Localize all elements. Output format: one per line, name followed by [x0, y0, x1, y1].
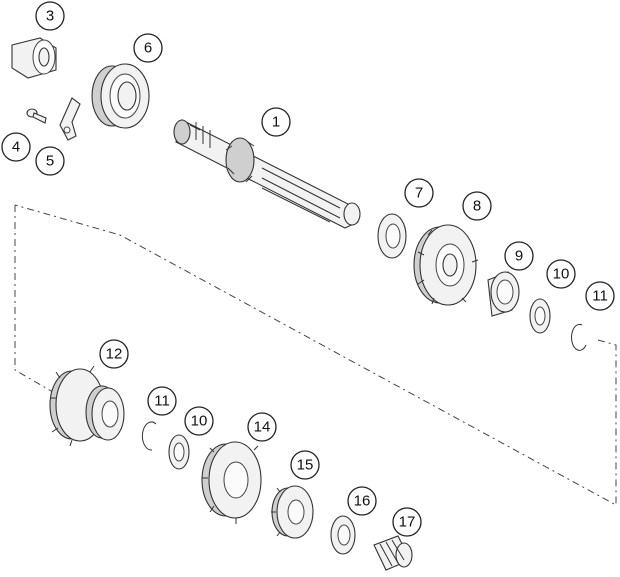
callout-5: 5 — [35, 146, 65, 176]
part-gear-14 — [201, 441, 262, 524]
callout-14: 14 — [247, 412, 277, 442]
callout-6: 6 — [133, 33, 163, 63]
part-ball-bearing — [91, 63, 150, 129]
callout-17: 17 — [392, 507, 422, 537]
svg-text:11: 11 — [592, 288, 608, 305]
svg-text:10: 10 — [553, 266, 570, 283]
callout-12: 12 — [99, 339, 129, 369]
part-screw — [26, 108, 47, 124]
part-lock-washer-lower — [168, 434, 190, 470]
svg-text:1: 1 — [272, 114, 280, 131]
callout-4: 4 — [1, 132, 31, 162]
callout-3: 3 — [35, 1, 65, 31]
svg-text:4: 4 — [12, 139, 20, 156]
assembly-path-line — [14, 204, 617, 506]
svg-text:3: 3 — [46, 8, 54, 25]
callout-10-upper: 10 — [546, 259, 576, 289]
svg-text:7: 7 — [415, 185, 423, 202]
part-needle-bearing-17 — [373, 535, 413, 571]
part-needle-bearing-9 — [487, 271, 520, 317]
svg-text:11: 11 — [154, 393, 170, 410]
svg-text:5: 5 — [46, 153, 54, 170]
svg-text:17: 17 — [399, 514, 416, 531]
callout-11-upper: 11 — [585, 281, 615, 311]
callout-11-lower: 11 — [147, 386, 177, 416]
callout-8: 8 — [462, 191, 492, 221]
svg-text:16: 16 — [354, 493, 371, 510]
callout-15: 15 — [290, 450, 320, 480]
part-thrust-washer — [377, 213, 407, 259]
part-main-shaft — [173, 119, 361, 229]
svg-text:8: 8 — [473, 198, 481, 215]
part-gear-cluster-12 — [49, 365, 125, 447]
callout-1: 1 — [261, 107, 291, 137]
svg-text:15: 15 — [297, 457, 314, 474]
svg-text:12: 12 — [106, 346, 123, 363]
svg-text:10: 10 — [191, 413, 208, 430]
part-circlip-upper — [571, 323, 587, 351]
part-bearing-retainer — [59, 97, 81, 141]
part-thrust-washer-16 — [330, 515, 356, 555]
callout-9: 9 — [504, 241, 534, 271]
svg-text:9: 9 — [515, 248, 523, 265]
part-gear-8 — [413, 224, 479, 306]
svg-text:14: 14 — [254, 419, 271, 436]
callout-7: 7 — [404, 178, 434, 208]
part-gear-15 — [271, 485, 314, 539]
part-circlip-lower — [141, 421, 157, 451]
part-lock-washer-upper — [529, 298, 551, 334]
callout-16: 16 — [347, 486, 377, 516]
part-bushing — [11, 37, 57, 79]
svg-text:6: 6 — [144, 40, 152, 57]
callout-10-lower: 10 — [184, 406, 214, 436]
